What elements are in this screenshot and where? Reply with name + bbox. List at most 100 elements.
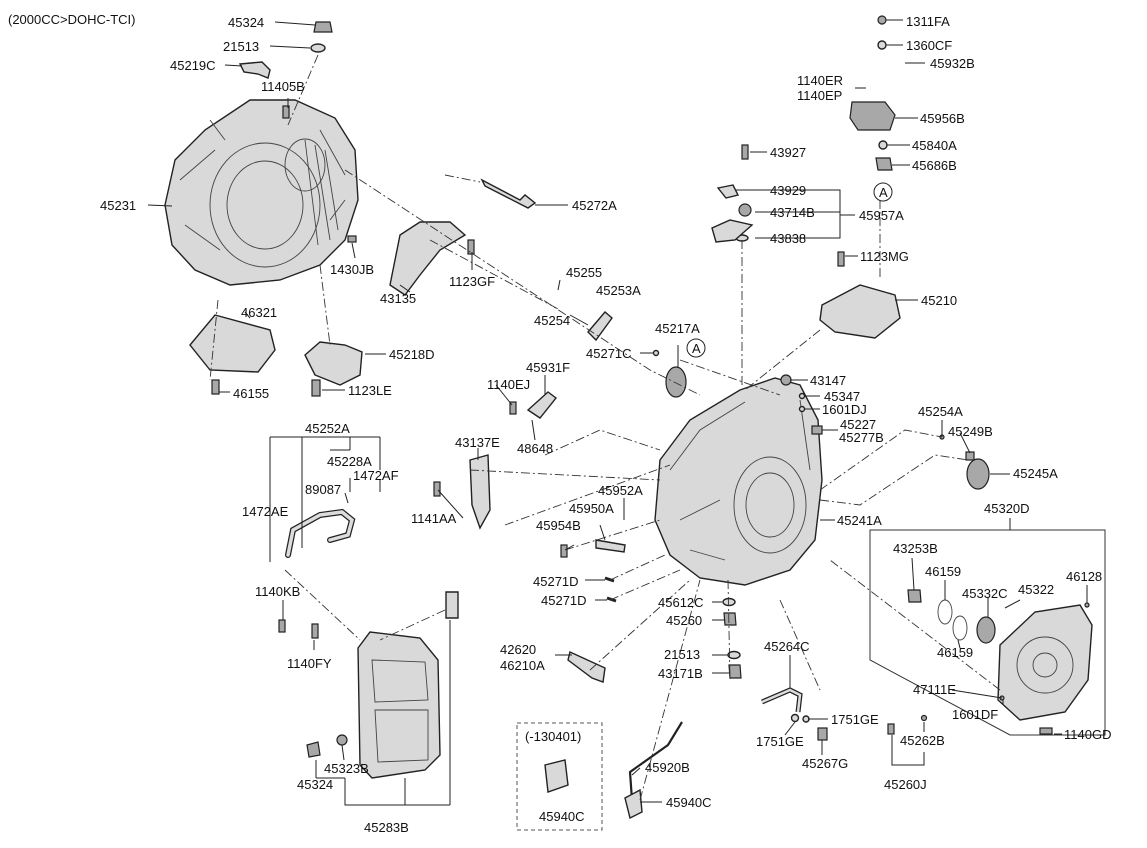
label-47111e: 47111E (913, 682, 956, 697)
label-21513-top: 21513 (223, 39, 259, 54)
label-45271d-b: 45271D (541, 593, 587, 608)
title-variant: (2000CC>DOHC-TCI) (8, 12, 136, 27)
label-45253a: 45253A (596, 283, 641, 298)
label-45950a: 45950A (569, 501, 614, 516)
label-1751ge-b: 1751GE (756, 734, 804, 749)
label-45219c: 45219C (170, 58, 216, 73)
label-45686b: 45686B (912, 158, 957, 173)
side-cover-45322-part (997, 604, 1093, 721)
label-45320d: 45320D (984, 501, 1030, 516)
label-45940c: 45940C (666, 795, 712, 810)
solenoid-connector-part (445, 591, 459, 619)
label-1601df: 1601DF (952, 707, 998, 722)
label-45931f: 45931F (526, 360, 570, 375)
bracket-45210-part (819, 284, 901, 339)
label-43927: 43927 (770, 145, 806, 160)
label-43253b: 43253B (893, 541, 938, 556)
valve-body-45283b-part (357, 631, 441, 779)
shield-43135-part (389, 221, 467, 296)
label-45267g: 45267G (802, 756, 848, 771)
label-45218d: 45218D (389, 347, 435, 362)
label-46128: 46128 (1066, 569, 1102, 584)
label-45210: 45210 (921, 293, 957, 308)
labels-layer: (2000CC>DOHC-TCI) 45324 21513 45219C 114… (8, 12, 1111, 835)
label-45324-bot: 45324 (297, 777, 333, 792)
label-45231: 45231 (100, 198, 136, 213)
filter-46321-part (189, 314, 276, 373)
seal-45217a-part (665, 366, 687, 398)
label-1123mg: 1123MG (860, 249, 909, 264)
label-1430jb: 1430JB (330, 262, 374, 277)
label-45260j: 45260J (884, 777, 927, 792)
speed-sensor-45940c-box-part (544, 759, 569, 793)
label-45249b: 45249B (948, 424, 993, 439)
label-1140gd: 1140GD (1064, 727, 1111, 742)
label-46159-b: 46159 (937, 645, 973, 660)
seal-45245a-part (966, 458, 990, 490)
label-46321: 46321 (241, 305, 277, 320)
label-45262b: 45262B (900, 733, 945, 748)
label-45228a: 45228A (327, 454, 372, 469)
label-a-top: A (879, 185, 888, 200)
leader-lines (147, 19, 1106, 806)
label-89087: 89087 (305, 482, 341, 497)
label-45347: 45347 (824, 389, 860, 404)
label-45840a: 45840A (912, 138, 957, 153)
label-130401: (-130401) (525, 729, 581, 744)
label-1141aa: 1141AA (411, 511, 457, 526)
label-1140kb: 1140KB (255, 584, 300, 599)
ref-circle-a-top (873, 182, 893, 202)
label-1123le: 1123LE (348, 383, 392, 398)
label-45323b: 45323B (324, 761, 369, 776)
label-45952a: 45952A (598, 483, 643, 498)
main-case-45241a-part (654, 377, 823, 586)
label-45241a: 45241A (837, 513, 882, 528)
front-housing-part (164, 99, 359, 286)
label-45227: 45227 (840, 417, 876, 432)
lever-42620-part (567, 651, 606, 683)
label-46155: 46155 (233, 386, 269, 401)
label-45920b: 45920B (645, 760, 690, 775)
label-43171b: 43171B (658, 666, 703, 681)
label-46210a: 46210A (500, 658, 545, 673)
label-45260: 45260 (666, 613, 702, 628)
label-1601dj: 1601DJ (822, 402, 867, 417)
label-45932b: 45932B (930, 56, 975, 71)
label-21513-mid: 21513 (664, 647, 700, 662)
label-1123gf: 1123GF (449, 274, 495, 289)
label-43147: 43147 (810, 373, 846, 388)
label-45283b: 45283B (364, 820, 409, 835)
label-45264c: 45264C (764, 639, 810, 654)
label-45272a: 45272A (572, 198, 617, 213)
shield-43137e-part (469, 454, 491, 530)
label-48648: 48648 (517, 441, 553, 456)
plug-43253b-part (907, 589, 922, 603)
label-a-mid: A (692, 341, 701, 356)
label-1472ae: 1472AE (242, 504, 289, 519)
bracket-45218d-part (304, 341, 363, 386)
oring-46159-b-part (952, 615, 968, 641)
ref-circle-a-mid (686, 338, 706, 358)
hose-45252a-part (285, 508, 356, 558)
label-45245a: 45245A (1013, 466, 1058, 481)
lever-45253a-part (587, 311, 613, 342)
label-45254: 45254 (534, 313, 570, 328)
plate-45950a-part (595, 539, 626, 553)
label-43838: 43838 (770, 231, 806, 246)
label-43137e: 43137E (455, 435, 500, 450)
label-45940c-box: 45940C (539, 809, 585, 824)
label-45277b: 45277B (839, 430, 884, 445)
variant-box-130401 (516, 722, 603, 831)
label-45254a: 45254A (918, 404, 963, 419)
label-45271d-a: 45271D (533, 574, 579, 589)
rod-45272a-part (480, 178, 537, 209)
label-45271c: 45271C (586, 346, 632, 361)
label-45322: 45322 (1018, 582, 1054, 597)
label-45252a: 45252A (305, 421, 350, 436)
plug-top-part (310, 21, 333, 53)
label-1140ej: 1140EJ (487, 377, 530, 392)
label-1140er: 1140ER (797, 73, 843, 88)
label-45954b: 45954B (536, 518, 581, 533)
label-43929: 43929 (770, 183, 806, 198)
label-45324-top: 45324 (228, 15, 264, 30)
